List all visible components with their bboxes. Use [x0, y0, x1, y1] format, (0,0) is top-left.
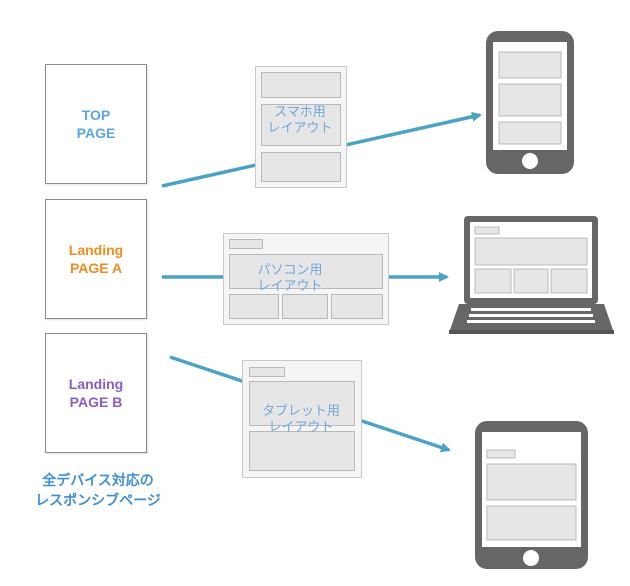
label-tablet-layout: タブレット用 レイアウト — [242, 403, 360, 435]
wireframe-pc — [223, 233, 389, 325]
wire-block — [331, 294, 383, 319]
wire-block — [229, 239, 263, 249]
tablet-icon — [475, 421, 588, 569]
label-smartphone-layout: スマホ用 レイアウト — [255, 104, 345, 136]
label-pc-layout: パソコン用 レイアウト — [240, 262, 340, 294]
label-tablet-line2: レイアウト — [268, 419, 334, 434]
wire-block — [261, 104, 341, 146]
page-b-line1: Landing — [68, 376, 124, 392]
caption-line2: レスポンシブページ — [35, 492, 161, 508]
label-smartphone-line2: レイアウト — [267, 120, 333, 135]
wire-block — [261, 152, 341, 182]
smartphone-icon — [486, 31, 574, 174]
page-a-line1: Landing — [68, 242, 124, 258]
wire-block — [249, 431, 355, 471]
page-a-line2: PAGE A — [69, 260, 123, 276]
laptop-icon — [449, 216, 614, 334]
label-pc-line2: レイアウト — [257, 278, 323, 293]
wire-block — [229, 294, 279, 319]
caption-line1: 全デバイス対応の — [42, 472, 154, 488]
page-b-line2: PAGE B — [69, 394, 123, 410]
page-top-line1: TOP — [81, 107, 111, 123]
wire-block — [249, 381, 355, 426]
wireframe-tablet — [242, 360, 362, 478]
label-tablet-line1: タブレット用 — [261, 403, 340, 418]
page-top-line2: PAGE — [76, 125, 116, 141]
caption: 全デバイス対応の レスポンシブページ — [8, 470, 188, 510]
label-smartphone-line1: スマホ用 — [274, 104, 326, 119]
wire-block — [282, 294, 328, 319]
wire-block — [261, 72, 341, 98]
page-card-landing-b: Landing PAGE B — [45, 333, 147, 453]
page-card-top: TOP PAGE — [45, 64, 147, 184]
wire-block — [229, 254, 383, 289]
page-card-landing-a: Landing PAGE A — [45, 199, 147, 319]
wireframe-smartphone — [255, 66, 347, 188]
wire-block — [249, 367, 285, 377]
label-pc-line1: パソコン用 — [257, 262, 323, 277]
